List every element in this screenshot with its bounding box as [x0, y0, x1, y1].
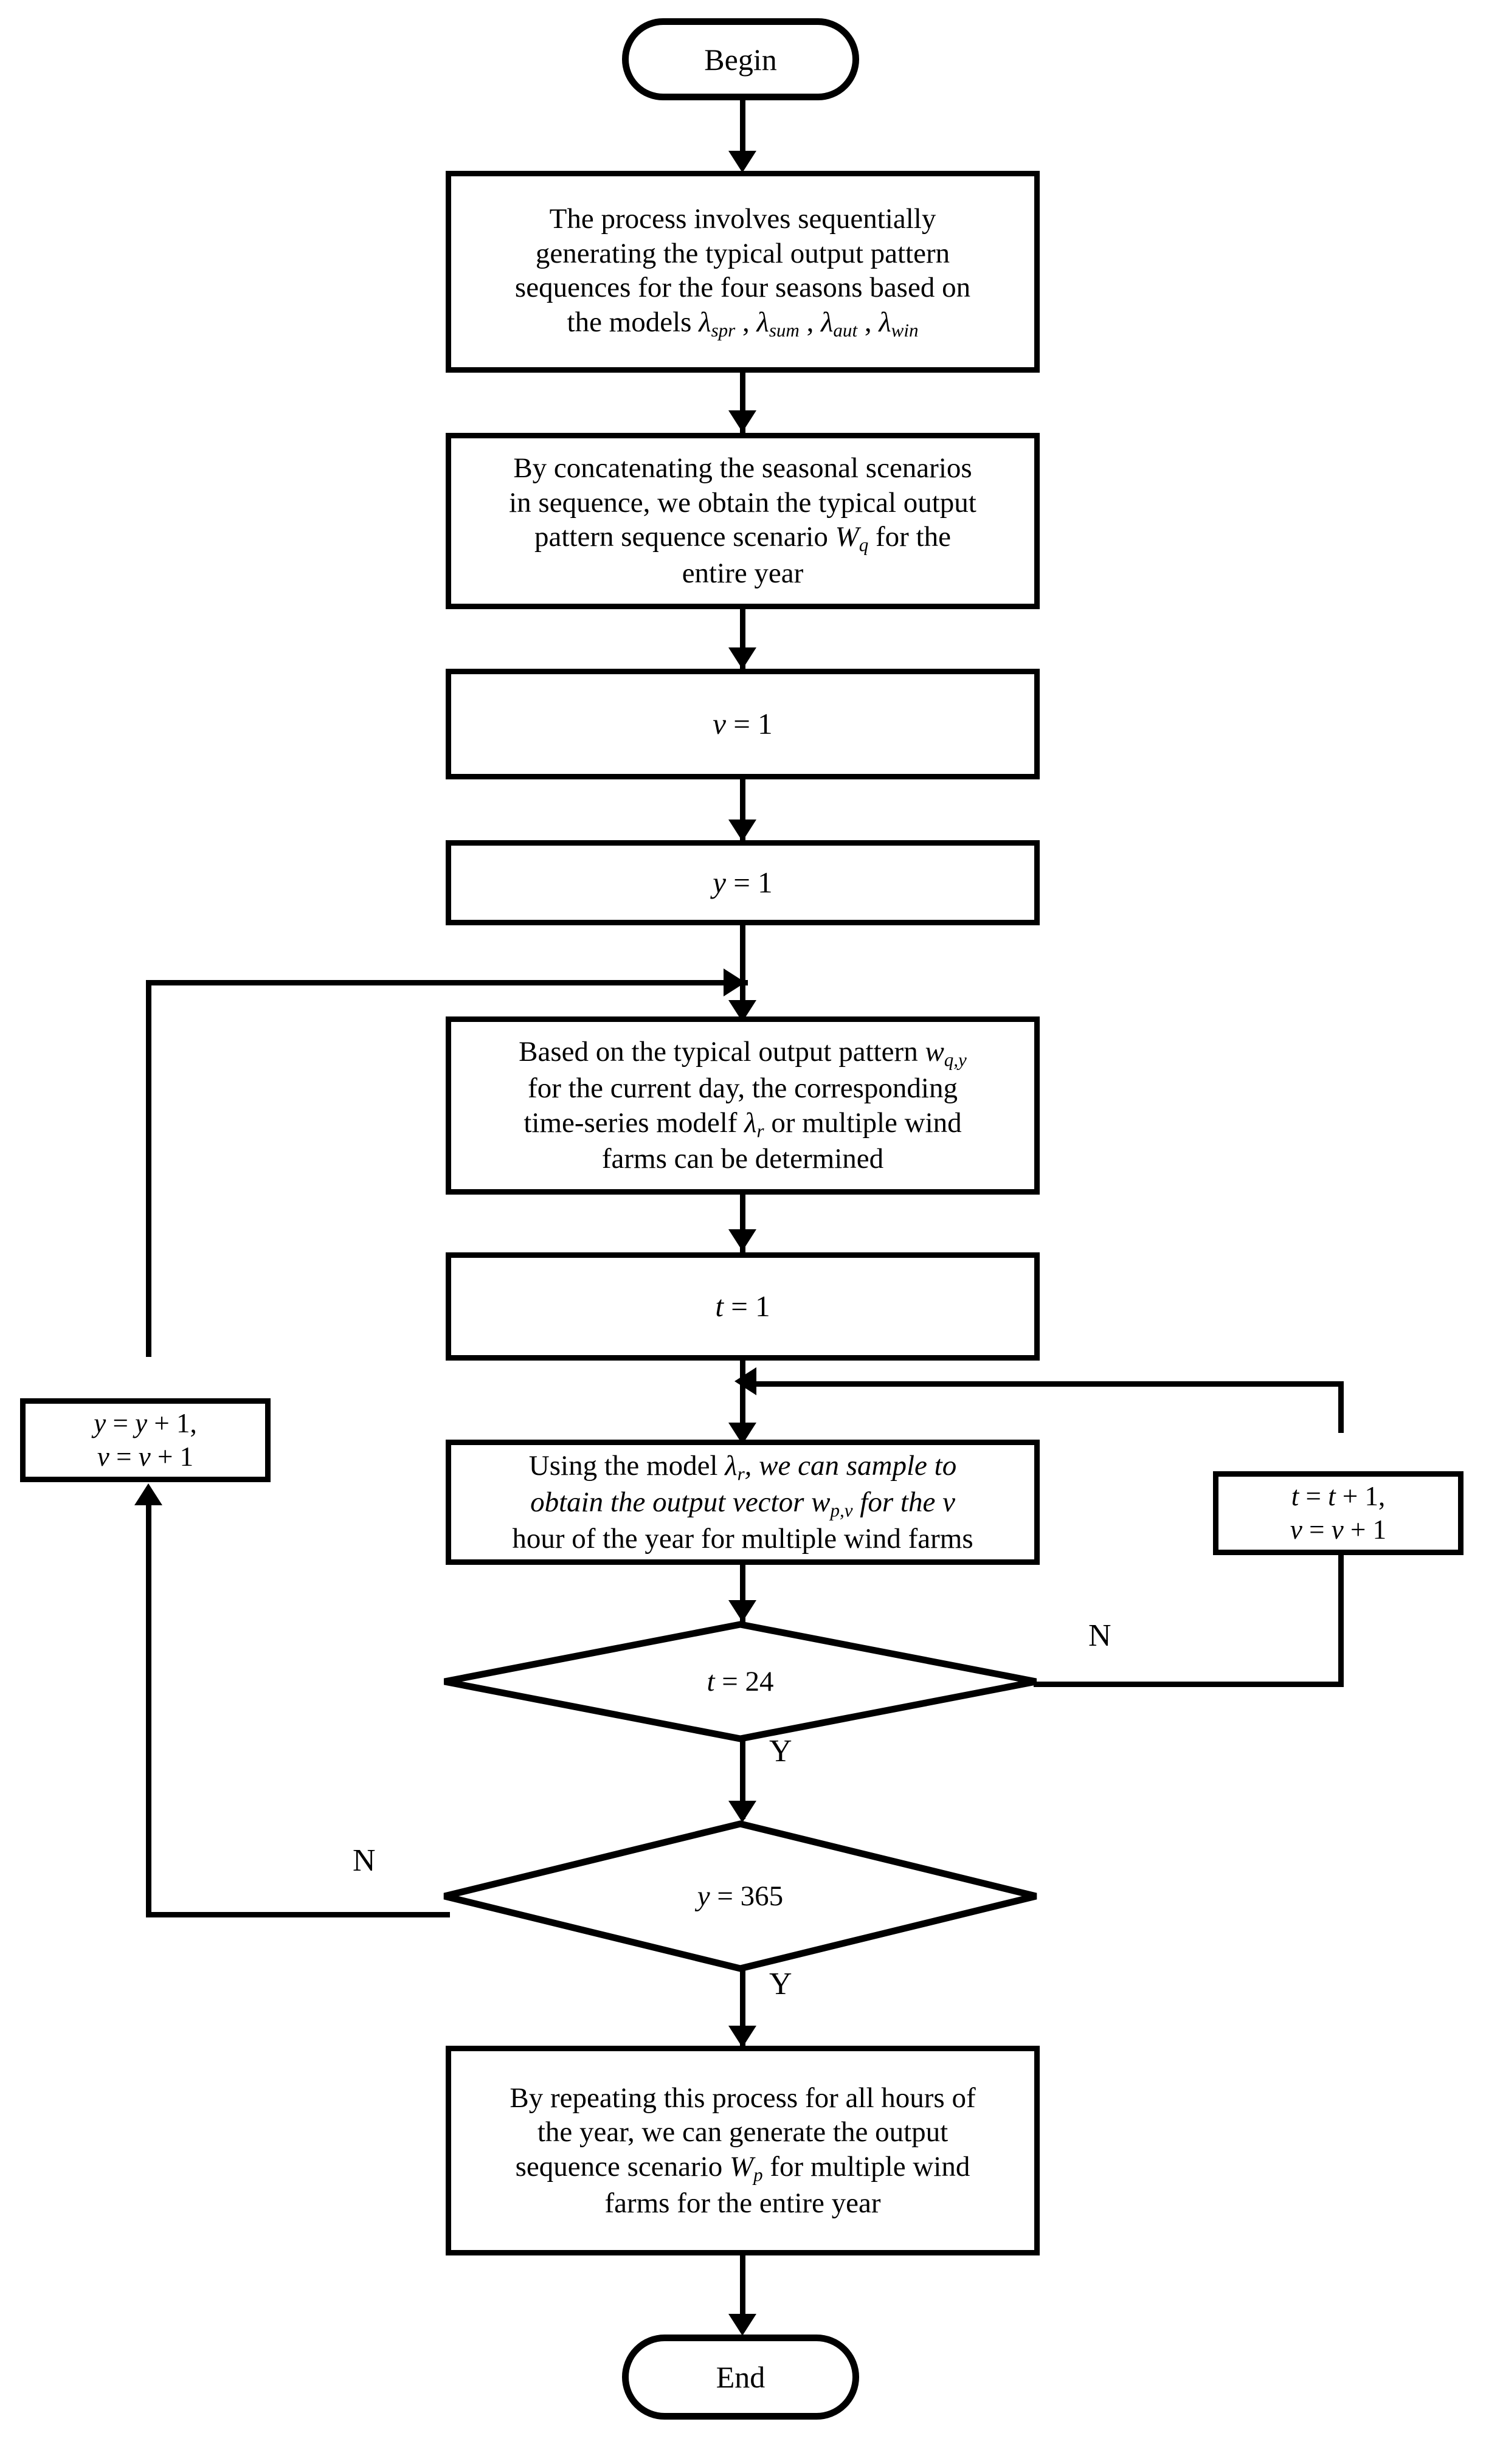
line-3-prefix: sequence scenario [515, 2150, 730, 2183]
decision-t-shape [443, 1621, 1037, 1742]
line-4-prefix: the models [567, 306, 699, 338]
line-1-suffix: , we can sample to [744, 1449, 957, 1482]
line-1: The process involves sequentially [549, 203, 936, 235]
node-init-y[interactable]: y = 1 [446, 840, 1040, 925]
node-step-final-label: By repeating this process for all hours … [510, 2082, 976, 2219]
node-incr-y-v-label: y = y + 1,v = v + 1 [94, 1408, 197, 1472]
line-3-suffix: for multiple wind [762, 2150, 970, 2183]
connector-begin-to-step1 [740, 97, 745, 164]
node-step-seasonal-models[interactable]: The process involves sequentially genera… [446, 171, 1040, 373]
node-end[interactable]: End [622, 2335, 859, 2420]
node-decision-y[interactable]: y = 365 [441, 1820, 1040, 1972]
line-3-prefix: time-series modelf [524, 1106, 745, 1139]
connector-decisiont-yes [740, 1740, 745, 1819]
node-incr-y-v[interactable]: y = y + 1,v = v + 1 [20, 1398, 271, 1482]
node-end-label: End [716, 2360, 765, 2394]
node-init-t-label: t = 1 [715, 1289, 770, 1323]
node-step-determine-model-label: Based on the typical output pattern wq,y… [519, 1036, 967, 1175]
arrowhead-incrtv-to-sample [734, 1367, 756, 1395]
connector-incryv-up [146, 980, 151, 1357]
arrowhead-decisiont-yes [728, 1801, 756, 1823]
arrowhead-decisiony-no [134, 1483, 162, 1505]
connector-decisiony-no-horizontal [146, 1912, 450, 1917]
line-1: By concatenating the seasonal scenarios [513, 452, 972, 485]
node-incr-t-v[interactable]: t = t + 1,v = v + 1 [1213, 1471, 1464, 1555]
edge-label-t-decision-no: N [1088, 1618, 1111, 1653]
connector-sample-to-decisiont [740, 1565, 745, 1623]
decision-y-shape [443, 1820, 1037, 1972]
line-3: sequences for the four seasons based on [514, 272, 971, 304]
connector-initv-to-inity [740, 779, 745, 840]
node-init-v-label: v = 1 [713, 706, 773, 740]
connector-incrtv-up [1338, 1381, 1344, 1433]
arrowhead-sample-to-decisiont [728, 1600, 756, 1622]
node-begin[interactable]: Begin [622, 18, 859, 100]
arrowhead-initv-to-inity [728, 820, 756, 841]
arrowhead-begin-to-step1 [728, 151, 756, 173]
connector-step2-to-initv [740, 608, 745, 669]
connector-step1-to-step2 [740, 372, 745, 433]
node-step-sample-label: Using the model λr, we can sample to obt… [512, 1449, 973, 1555]
connector-incrtv-to-sample-horizontal [742, 1381, 1341, 1387]
node-init-v[interactable]: v = 1 [446, 669, 1040, 779]
edge-label-y-decision-yes: Y [769, 1967, 792, 2001]
connector-decisiony-no-vertical [146, 1503, 151, 1916]
line-2: in sequence, we obtain the typical outpu… [509, 486, 976, 519]
connector-initt-to-sample [740, 1361, 745, 1440]
arrowhead-final-to-end [728, 2314, 756, 2336]
node-step-sample[interactable]: Using the model λr, we can sample to obt… [446, 1440, 1040, 1565]
line-2-suffix: for the v [852, 1486, 955, 1518]
node-step-determine-model[interactable]: Based on the typical output pattern wq,y… [446, 1016, 1040, 1195]
edge-label-t-decision-yes: Y [769, 1734, 792, 1769]
arrowhead-incryv-to-step3 [724, 968, 745, 996]
node-init-y-label: y = 1 [713, 865, 773, 899]
connector-decisiont-no-horizontal [1034, 1682, 1344, 1687]
line-1-prefix: Using the model [528, 1449, 725, 1482]
connector-final-to-end [740, 2255, 745, 2328]
connector-decisiony-yes [740, 1970, 745, 2046]
arrowhead-decisiony-yes [728, 2026, 756, 2048]
line-3-suffix: for the [868, 521, 951, 553]
arrowhead-step3-to-initt [728, 1229, 756, 1251]
line-1-prefix: Based on the typical output pattern [519, 1036, 925, 1068]
connector-decisiont-no-vertical [1338, 1502, 1344, 1684]
line-4: entire year [682, 557, 804, 590]
line-3-prefix: pattern sequence scenario [534, 521, 835, 553]
line-2: generating the typical output pattern [535, 237, 950, 269]
line-4: farms can be determined [601, 1143, 884, 1175]
connector-step3-to-initt [740, 1195, 745, 1252]
node-begin-label: Begin [704, 42, 777, 77]
node-step-seasonal-models-label: The process involves sequentially genera… [514, 203, 971, 341]
line-2: for the current day, the corresponding [528, 1072, 958, 1105]
arrowhead-step1-to-step2 [728, 410, 756, 432]
node-step-concatenate[interactable]: By concatenating the seasonal scenarios … [446, 433, 1040, 609]
line-2: the year, we can generate the output [537, 2116, 949, 2148]
line-2-prefix: obtain the output vector [530, 1486, 812, 1518]
line-1: By repeating this process for all hours … [510, 2082, 976, 2114]
node-step-final[interactable]: By repeating this process for all hours … [446, 2046, 1040, 2255]
arrowhead-step2-to-initv [728, 647, 756, 669]
node-init-t[interactable]: t = 1 [446, 1252, 1040, 1361]
connector-incryv-to-step3-horizontal [146, 980, 748, 985]
node-incr-t-v-label: t = t + 1,v = v + 1 [1290, 1481, 1387, 1545]
line-3-suffix: or multiple wind [764, 1106, 962, 1139]
edge-label-y-decision-no: N [353, 1843, 376, 1878]
node-decision-t[interactable]: t = 24 [441, 1621, 1040, 1742]
node-step-concatenate-label: By concatenating the seasonal scenarios … [509, 452, 976, 590]
line-3: hour of the year for multiple wind farms [512, 1522, 973, 1555]
line-4: farms for the entire year [604, 2187, 881, 2219]
